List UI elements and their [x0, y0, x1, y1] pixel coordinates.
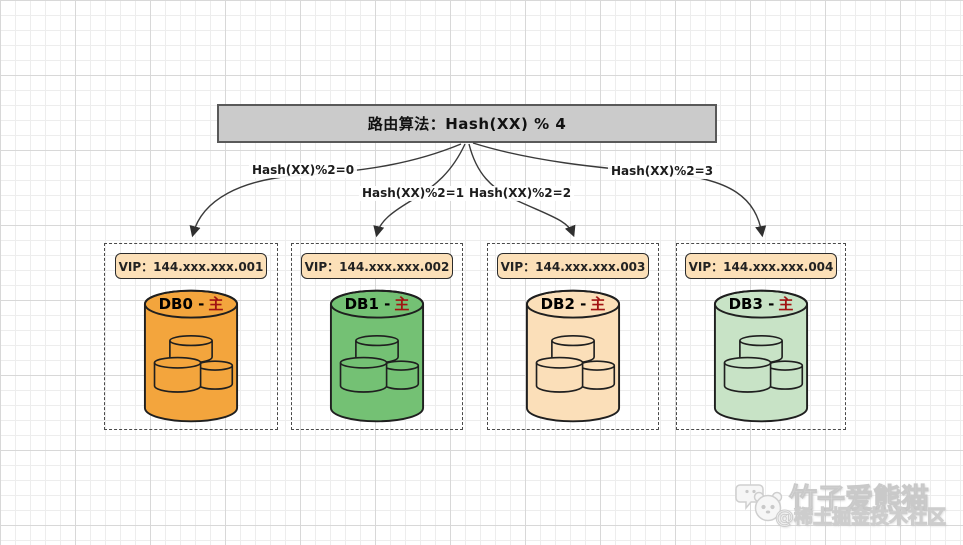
- db1-group: VIP：144.xxx.xxx.002 DB1 -主: [291, 243, 463, 430]
- db0-name: DB0 -: [158, 295, 205, 313]
- watermark-community: @稀土掘金技术社区: [774, 506, 947, 529]
- db1-name: DB1 -: [344, 295, 391, 313]
- watermark: 竹子爱熊猫 @稀土掘金技术社区: [735, 477, 957, 537]
- db3-group: VIP：144.xxx.xxx.004 DB3 -主: [676, 243, 846, 430]
- db3-label: DB3 -主: [713, 293, 809, 314]
- arrow-label-hash3: Hash(XX)%2=3: [607, 164, 717, 179]
- database-cylinder-icon: [713, 289, 809, 423]
- db0-role-master: 主: [208, 295, 224, 313]
- db3-cylinder: DB3 -主: [713, 288, 809, 424]
- db0-cylinder: DB0 -主: [143, 288, 239, 424]
- db3-role-master: 主: [778, 295, 794, 313]
- db2-label: DB2 -主: [525, 293, 621, 314]
- db3-vip-badge: VIP：144.xxx.xxx.004: [685, 253, 837, 279]
- db2-name: DB2 -: [540, 295, 587, 313]
- routing-algorithm-title: 路由算法：Hash(XX) % 4: [367, 115, 567, 133]
- db0-label: DB0 -主: [143, 293, 239, 314]
- db1-label: DB1 -主: [329, 293, 425, 314]
- watermark-author: 竹子爱熊猫: [788, 482, 930, 516]
- db3-name: DB3 -: [728, 295, 775, 313]
- arrow-label-hash2: Hash(XX)%2=2: [465, 186, 575, 201]
- arrow-label-hash1: Hash(XX)%2=1: [358, 186, 468, 201]
- database-cylinder-icon: [329, 289, 425, 423]
- db2-role-master: 主: [590, 295, 606, 313]
- db2-cylinder: DB2 -主: [525, 288, 621, 424]
- db2-vip-badge: VIP：144.xxx.xxx.003: [497, 253, 649, 279]
- routing-algorithm-box: 路由算法：Hash(XX) % 4: [217, 104, 717, 143]
- db0-vip-badge: VIP：144.xxx.xxx.001: [115, 253, 267, 279]
- db2-group: VIP：144.xxx.xxx.003 DB2 -主: [487, 243, 659, 430]
- db0-group: VIP：144.xxx.xxx.001 DB0 -主: [104, 243, 278, 430]
- db1-cylinder: DB1 -主: [329, 288, 425, 424]
- database-cylinder-icon: [143, 289, 239, 423]
- arrow-label-hash0: Hash(XX)%2=0: [248, 163, 358, 178]
- db1-vip-badge: VIP：144.xxx.xxx.002: [301, 253, 453, 279]
- db1-role-master: 主: [394, 295, 410, 313]
- database-cylinder-icon: [525, 289, 621, 423]
- panda-chat-icon: [735, 484, 783, 522]
